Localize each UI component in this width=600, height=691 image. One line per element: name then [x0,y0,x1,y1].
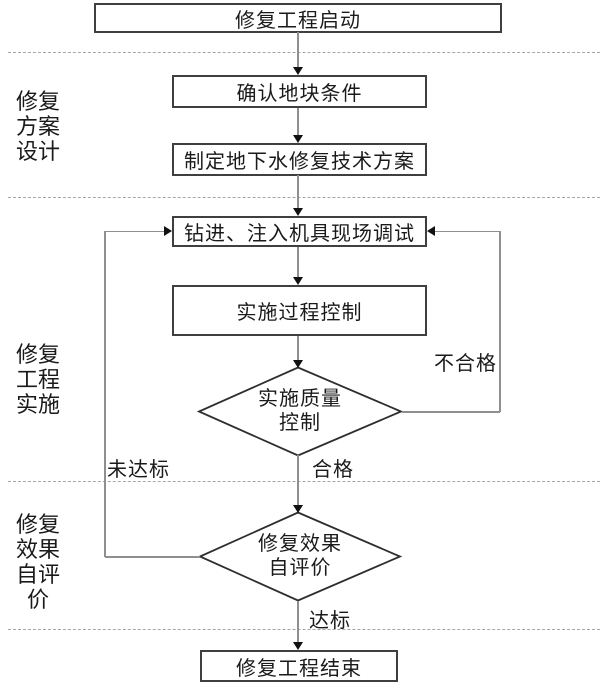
loop-below-standard-horizontal-bottom [105,556,200,558]
section-label-line: 价 [26,587,49,612]
arrowhead-into-plan [293,135,303,143]
diamond-label-line: 控制 [279,412,321,434]
edge-label-fail: 不合格 [434,353,497,375]
section-label-evaluation: 修复 效果 自评 价 [12,512,64,612]
edge-label-below-standard: 未达标 [107,459,170,481]
node-start-label: 修复工程启动 [235,9,361,32]
section-label-line: 自评 [15,562,60,587]
loop-below-standard-vertical [104,231,106,557]
node-equipment-debug: 钻进、注入机具现场调试 [172,216,427,247]
arrowhead-into-quality [293,360,303,368]
flow-line-debug-process [297,247,299,278]
section-divider-1 [8,52,600,53]
node-process-control-label: 实施过程控制 [236,302,363,324]
section-label-line: 修复 [15,342,60,367]
flow-line-start-confirm [297,32,299,68]
edge-label-pass: 合格 [312,459,354,481]
node-equipment-debug-label: 钻进、注入机具现场调试 [184,223,415,245]
flow-line-eval-end [297,601,299,643]
diamond-label-line: 实施质量 [258,388,342,410]
section-label-line: 修复 [15,512,60,537]
edge-label-meets-standard: 达标 [309,610,351,632]
section-label-line: 实施 [15,392,60,417]
arrowhead-into-eval [293,505,303,513]
node-quality-check-label: 实施质量 控制 [196,387,404,435]
section-label-line: 方案 [15,114,60,139]
loop-fail-vertical [499,231,501,412]
section-divider-2 [8,197,600,198]
node-process-control: 实施过程控制 [172,285,427,336]
arrowhead-fail-into-debug [427,226,435,236]
flow-line-process-quality [297,336,299,361]
flow-line-plan-debug [297,175,299,209]
node-make-plan-label: 制定地下水修复技术方案 [184,151,415,173]
diamond-self-evaluation [197,511,403,602]
node-self-evaluation-label: 修复效果 自评价 [196,532,404,580]
arrowhead-into-confirm [293,67,303,75]
node-confirm-site-label: 确认地块条件 [236,83,363,105]
section-label-line: 修复 [15,89,60,114]
node-end-label: 修复工程结束 [236,657,362,680]
section-label-line: 工程 [15,367,60,392]
section-label-implementation: 修复 工程 实施 [12,342,64,417]
arrowhead-below-standard-into-debug [164,226,172,236]
diamond-label-line: 自评价 [268,557,332,579]
arrowhead-into-end [293,642,303,650]
flow-line-confirm-plan [297,108,299,136]
node-self-evaluation-shape [197,511,403,602]
section-label-line: 设计 [15,139,60,164]
arrowhead-into-debug [293,208,303,216]
section-divider-3 [8,481,600,482]
flow-line-quality-eval [297,455,299,506]
diamond-label-line: 修复效果 [258,533,342,555]
loop-fail-horizontal-top [434,230,500,232]
loop-below-standard-horizontal-top [105,230,164,232]
node-start: 修复工程启动 [94,3,502,33]
node-make-plan: 制定地下水修复技术方案 [172,143,427,176]
section-divider-4 [8,629,600,630]
section-label-line: 效果 [15,537,60,562]
node-confirm-site: 确认地块条件 [172,75,427,108]
arrowhead-into-process [293,277,303,285]
node-end: 修复工程结束 [200,650,398,682]
section-label-design: 修复 方案 设计 [12,89,64,164]
loop-fail-horizontal-bottom [402,411,500,413]
